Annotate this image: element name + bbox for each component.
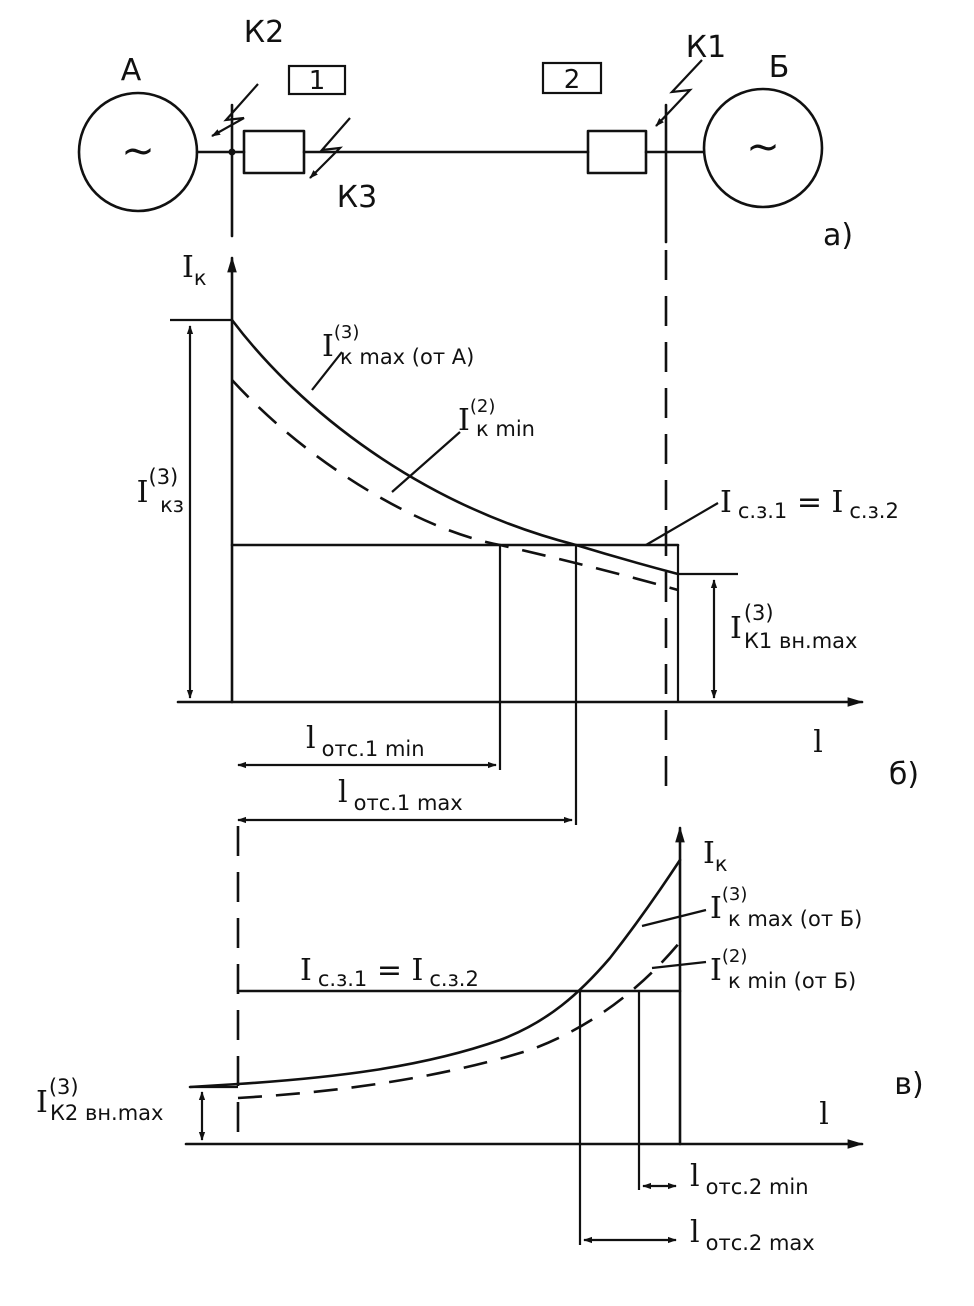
curve-ik2-min: [231, 379, 679, 592]
curve-max-leader-v: [641, 908, 707, 928]
curve-max-leader: [311, 351, 343, 391]
source-a-label: А: [121, 53, 142, 88]
curve-ik2-min-label: I(2) к min: [458, 396, 535, 441]
curve-min-leader-v: [651, 960, 707, 970]
protection-2-box: [541, 61, 603, 95]
panel-b-label: б): [889, 757, 919, 792]
curve-ik3-max-label: I(3) к max (от А): [322, 322, 474, 369]
curve-ik3-max-from-a: [230, 318, 680, 576]
protection-1-number: 1: [309, 66, 326, 96]
curve-ik3-max-from-b: [188, 858, 682, 1089]
ik2-label: I(3) К2 вн.max: [36, 1075, 163, 1125]
network-scheme: ~ А ~ Б 1 2 К2 К3 К1 а): [77, 15, 853, 253]
panel-v-label: в): [894, 1067, 923, 1102]
source-a-tilde: ~: [121, 128, 155, 174]
curve-min-leader: [391, 431, 461, 493]
curve-ik2-min-from-b: [237, 941, 681, 1100]
source-b-generator: [702, 87, 824, 209]
fault-k2-arrow: [211, 83, 259, 137]
ik1-label: I(3) К1 вн.max: [730, 601, 857, 653]
curve-ik2-min-label-v: I(2) к min (от Б): [710, 946, 856, 993]
fault-k1-label: К1: [686, 30, 726, 65]
protection-1-box: [287, 64, 347, 96]
fault-k2-label: К2: [244, 15, 284, 50]
source-b-tilde: ~: [746, 124, 780, 170]
breaker-2-symbol: [586, 129, 648, 175]
graph-b-y-axis-label: Iк: [182, 250, 207, 290]
fault-k3-arrow: [309, 117, 351, 179]
graph-b: Iк l I(3) кз I(3) К1 вн.max I(3) к max (…: [137, 250, 919, 825]
fault-k1-arrow: [655, 59, 703, 127]
graph-v-x-axis-label: l: [819, 1097, 829, 1132]
fault-k3-label: К3: [337, 180, 377, 215]
protection-2-number: 2: [564, 65, 581, 95]
setting-leader: [645, 502, 719, 546]
source-b-label: Б: [769, 50, 790, 85]
curve-ik3-max-label-v: I(3) к max (от Б): [710, 884, 862, 931]
graph-b-x-axis-label: l: [813, 725, 823, 760]
graph-v-y-axis-label: Iк: [703, 836, 728, 876]
ik3-label: I(3) кз: [137, 465, 184, 517]
breaker-1-symbol: [242, 129, 306, 175]
panel-a-label: а): [823, 218, 853, 253]
